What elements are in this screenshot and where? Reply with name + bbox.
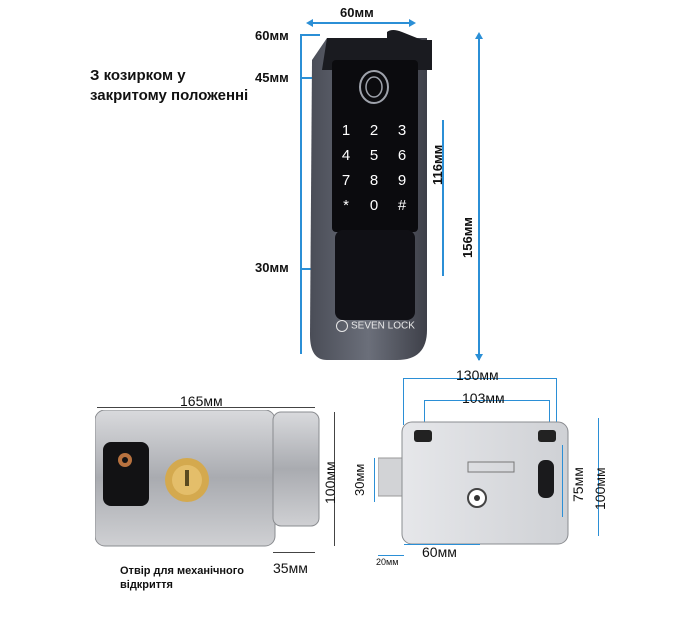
keypad-lock-image xyxy=(302,30,447,362)
arrow-left-icon xyxy=(306,19,313,27)
key-7[interactable]: 7 xyxy=(341,172,351,189)
brand-logo-icon xyxy=(336,320,348,332)
key-0[interactable]: 0 xyxy=(369,197,379,214)
rim-front-width-label: 165мм xyxy=(180,393,223,409)
rim-back-height-line xyxy=(598,418,599,536)
rim-lock-back-image xyxy=(377,418,573,548)
keypad: 1 2 3 4 5 6 7 8 9 * 0 # xyxy=(332,122,416,222)
dim-top-label: 60мм xyxy=(255,28,289,43)
rim-back-width-label: 130мм xyxy=(456,367,499,383)
rim-back-width-frame xyxy=(403,378,557,425)
arrow-down-icon xyxy=(475,354,483,361)
rim-back-bolt-label: 30мм xyxy=(352,463,367,496)
arrow-right-icon xyxy=(409,19,416,27)
rim-back-offset-label: 20мм xyxy=(376,557,399,567)
rim-back-backset-line xyxy=(404,544,480,545)
dim-total-height-label: 156мм xyxy=(460,217,475,258)
dim-mid-label: 45мм xyxy=(255,70,289,85)
rim-lock-front-image xyxy=(94,409,327,550)
dim-top-width-line xyxy=(308,22,414,24)
dim-left-tick-1 xyxy=(300,34,320,36)
rim-back-holes-label: 103мм xyxy=(462,390,505,406)
dim-left-line xyxy=(300,34,302,354)
rim-front-note-line-2: відкриття xyxy=(120,579,173,591)
brand-logo: SEVEN LOCK xyxy=(336,320,415,332)
key-6[interactable]: 6 xyxy=(397,147,407,164)
rim-front-depth-label: 35мм xyxy=(273,560,308,576)
dim-left-tick-3 xyxy=(300,268,320,270)
key-5[interactable]: 5 xyxy=(369,147,379,164)
rim-back-offset-line xyxy=(378,555,404,556)
key-star[interactable]: * xyxy=(343,197,349,214)
rim-back-bolt-line xyxy=(374,458,375,502)
key-8[interactable]: 8 xyxy=(369,172,379,189)
arrow-up-icon xyxy=(475,32,483,39)
dim-left-tick-2 xyxy=(300,77,320,79)
dim-keypad-height-line xyxy=(442,120,444,276)
key-4[interactable]: 4 xyxy=(341,147,351,164)
rim-front-note-line-1: Отвір для механічного xyxy=(120,565,244,577)
rim-front-height-label: 100мм xyxy=(322,461,338,504)
rim-back-height-label: 100мм xyxy=(592,467,608,510)
caption-line-2: закритому положенні xyxy=(90,87,249,104)
caption-line-1: З козирком у xyxy=(90,67,186,84)
rim-back-holes-frame xyxy=(424,400,550,435)
rim-back-inner-height-label: 75мм xyxy=(570,467,586,502)
rim-front-depth-line xyxy=(273,552,315,553)
rim-back-inner-height-line xyxy=(562,445,563,517)
key-1[interactable]: 1 xyxy=(341,122,351,139)
dim-top-width-label: 60мм xyxy=(340,5,374,20)
dim-keypad-height-label: 116мм xyxy=(430,144,445,185)
key-9[interactable]: 9 xyxy=(397,172,407,189)
dim-total-height-line xyxy=(478,34,480,360)
dim-lower-label: 30мм xyxy=(255,260,289,275)
key-hash[interactable]: # xyxy=(397,197,407,214)
rim-front-width-line xyxy=(97,407,315,408)
rim-back-backset-label: 60мм xyxy=(422,544,457,560)
brand-name: SEVEN LOCK xyxy=(351,320,415,332)
rim-front-note: Отвір для механічного відкриття xyxy=(120,564,244,592)
key-2[interactable]: 2 xyxy=(369,122,379,139)
rim-front-height-line xyxy=(334,412,335,546)
key-3[interactable]: 3 xyxy=(397,122,407,139)
caption: З козирком у закритому положенні xyxy=(90,66,248,106)
